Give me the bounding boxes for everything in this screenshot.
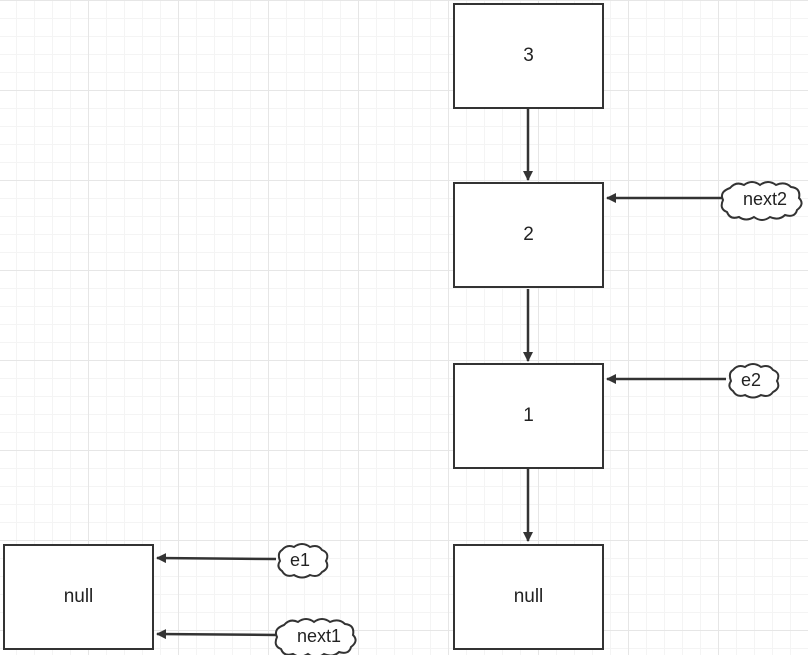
node-3-value: 3 [523,45,534,66]
node-2: 2 [453,182,604,288]
node-null-left-value: null [63,586,94,607]
node-1: 1 [453,363,604,469]
pointer-label-next2: next2 [743,189,787,209]
pointer-label-next1: next1 [297,626,341,646]
pointer-next1-cloud: next1 [274,618,357,655]
node-3: 3 [453,3,604,109]
arrow-next1 [156,629,279,640]
pointer-next2-cloud: next2 [720,181,803,221]
node-1-value: 1 [523,405,534,426]
pointer-label-e1: e1 [290,550,310,570]
pointer-e1-cloud: e1 [277,543,329,579]
arrow-e1 [156,553,277,564]
node-null-left: null [3,544,154,650]
pointer-label-e2: e2 [741,370,761,390]
node-null-right-value: null [513,586,544,607]
pointer-e2-cloud: e2 [728,363,780,399]
node-2-value: 2 [523,224,534,245]
node-null-right: null [453,544,604,650]
